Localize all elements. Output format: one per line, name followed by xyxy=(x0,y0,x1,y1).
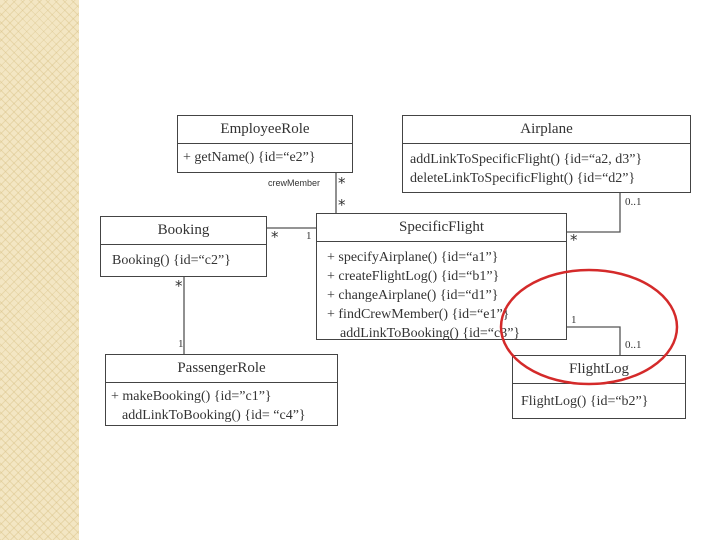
multiplicity-label: * xyxy=(175,277,183,295)
multiplicity-label: 0..1 xyxy=(625,196,642,208)
class-name: PassengerRole xyxy=(106,355,337,383)
airplane-flight-line xyxy=(566,191,621,233)
multiplicity-label: * xyxy=(570,231,578,249)
operation: + changeAirplane() {id=“d1”} xyxy=(327,288,499,303)
multiplicity-label: 1 xyxy=(306,230,312,242)
operation: FlightLog() {id=“b2”} xyxy=(521,394,649,409)
multiplicity-label: * xyxy=(271,228,279,246)
multiplicity-label: 1 xyxy=(571,314,577,326)
multiplicity-label: 0..1 xyxy=(625,339,642,351)
operation: Booking() {id=“c2”} xyxy=(112,253,231,268)
class-passenger-role: PassengerRole + makeBooking() {id=”c1”} … xyxy=(105,354,338,426)
decorative-sidebar xyxy=(0,0,79,540)
multiplicity-label: * xyxy=(338,174,346,192)
highlight-ellipse xyxy=(499,268,679,386)
operation: + findCrewMember() {id=“e1”} xyxy=(327,307,510,322)
class-airplane: Airplane addLinkToSpecificFlight() {id=“… xyxy=(402,115,691,193)
operation: addLinkToSpecificFlight() {id=“a2, d3”} xyxy=(410,152,643,167)
operation: addLinkToBooking() {id=“c3”} xyxy=(340,326,521,341)
class-name: EmployeeRole xyxy=(178,116,352,144)
operation: addLinkToBooking() {id= “c4”} xyxy=(122,408,306,423)
operation: + createFlightLog() {id=“b1”} xyxy=(327,269,500,284)
multiplicity-label: * xyxy=(338,196,346,214)
role-label-crew-member: crewMember xyxy=(268,178,321,188)
multiplicity-label: 1 xyxy=(178,338,184,350)
operation: + specifyAirplane() {id=“a1”} xyxy=(327,250,499,265)
class-flight-log: FlightLog FlightLog() {id=“b2”} xyxy=(512,355,686,419)
operation: + makeBooking() {id=”c1”} xyxy=(111,389,272,404)
operation: + getName() {id=“e2”} xyxy=(183,150,316,165)
class-booking: Booking Booking() {id=“c2”} xyxy=(100,216,267,277)
class-name: Airplane xyxy=(403,116,690,144)
class-specific-flight: SpecificFlight + specifyAirplane() {id=“… xyxy=(316,213,567,341)
class-name: SpecificFlight xyxy=(317,214,566,242)
class-name: Booking xyxy=(101,217,266,245)
operation: deleteLinkToSpecificFlight() {id=“d2”} xyxy=(410,171,636,186)
class-employee-role: EmployeeRole + getName() {id=“e2”} xyxy=(177,115,353,173)
